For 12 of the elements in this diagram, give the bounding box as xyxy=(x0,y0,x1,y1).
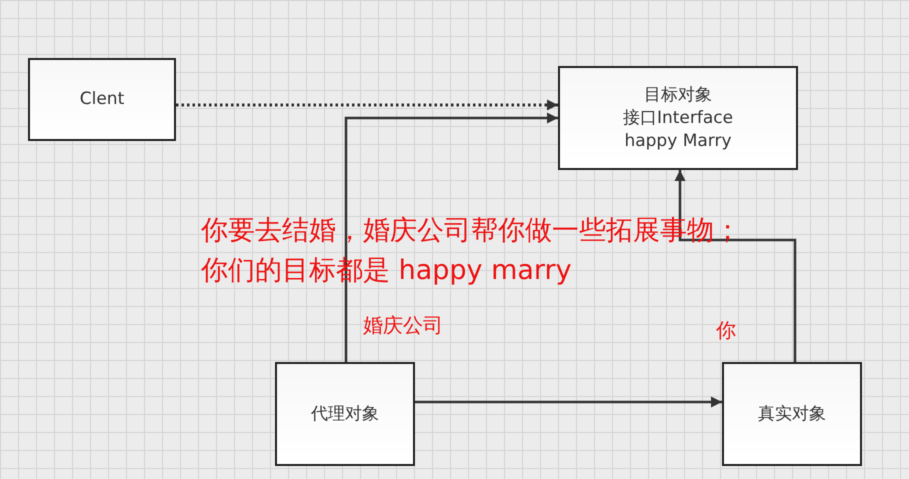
node-label: 代理对象 xyxy=(311,402,379,426)
node-label: 真实对象 xyxy=(758,402,826,426)
process-box xyxy=(722,362,862,466)
process-box xyxy=(275,362,415,466)
annotation: 婚庆公司 xyxy=(363,312,443,339)
node-label: 接口Interface xyxy=(622,106,734,130)
node-label: happy Marry xyxy=(624,130,732,152)
process-box xyxy=(28,58,176,141)
node-label: Clent xyxy=(80,88,124,111)
node-label: 目标对象 xyxy=(644,84,712,106)
annotation: 你 xyxy=(716,317,736,344)
process-box xyxy=(558,66,798,170)
